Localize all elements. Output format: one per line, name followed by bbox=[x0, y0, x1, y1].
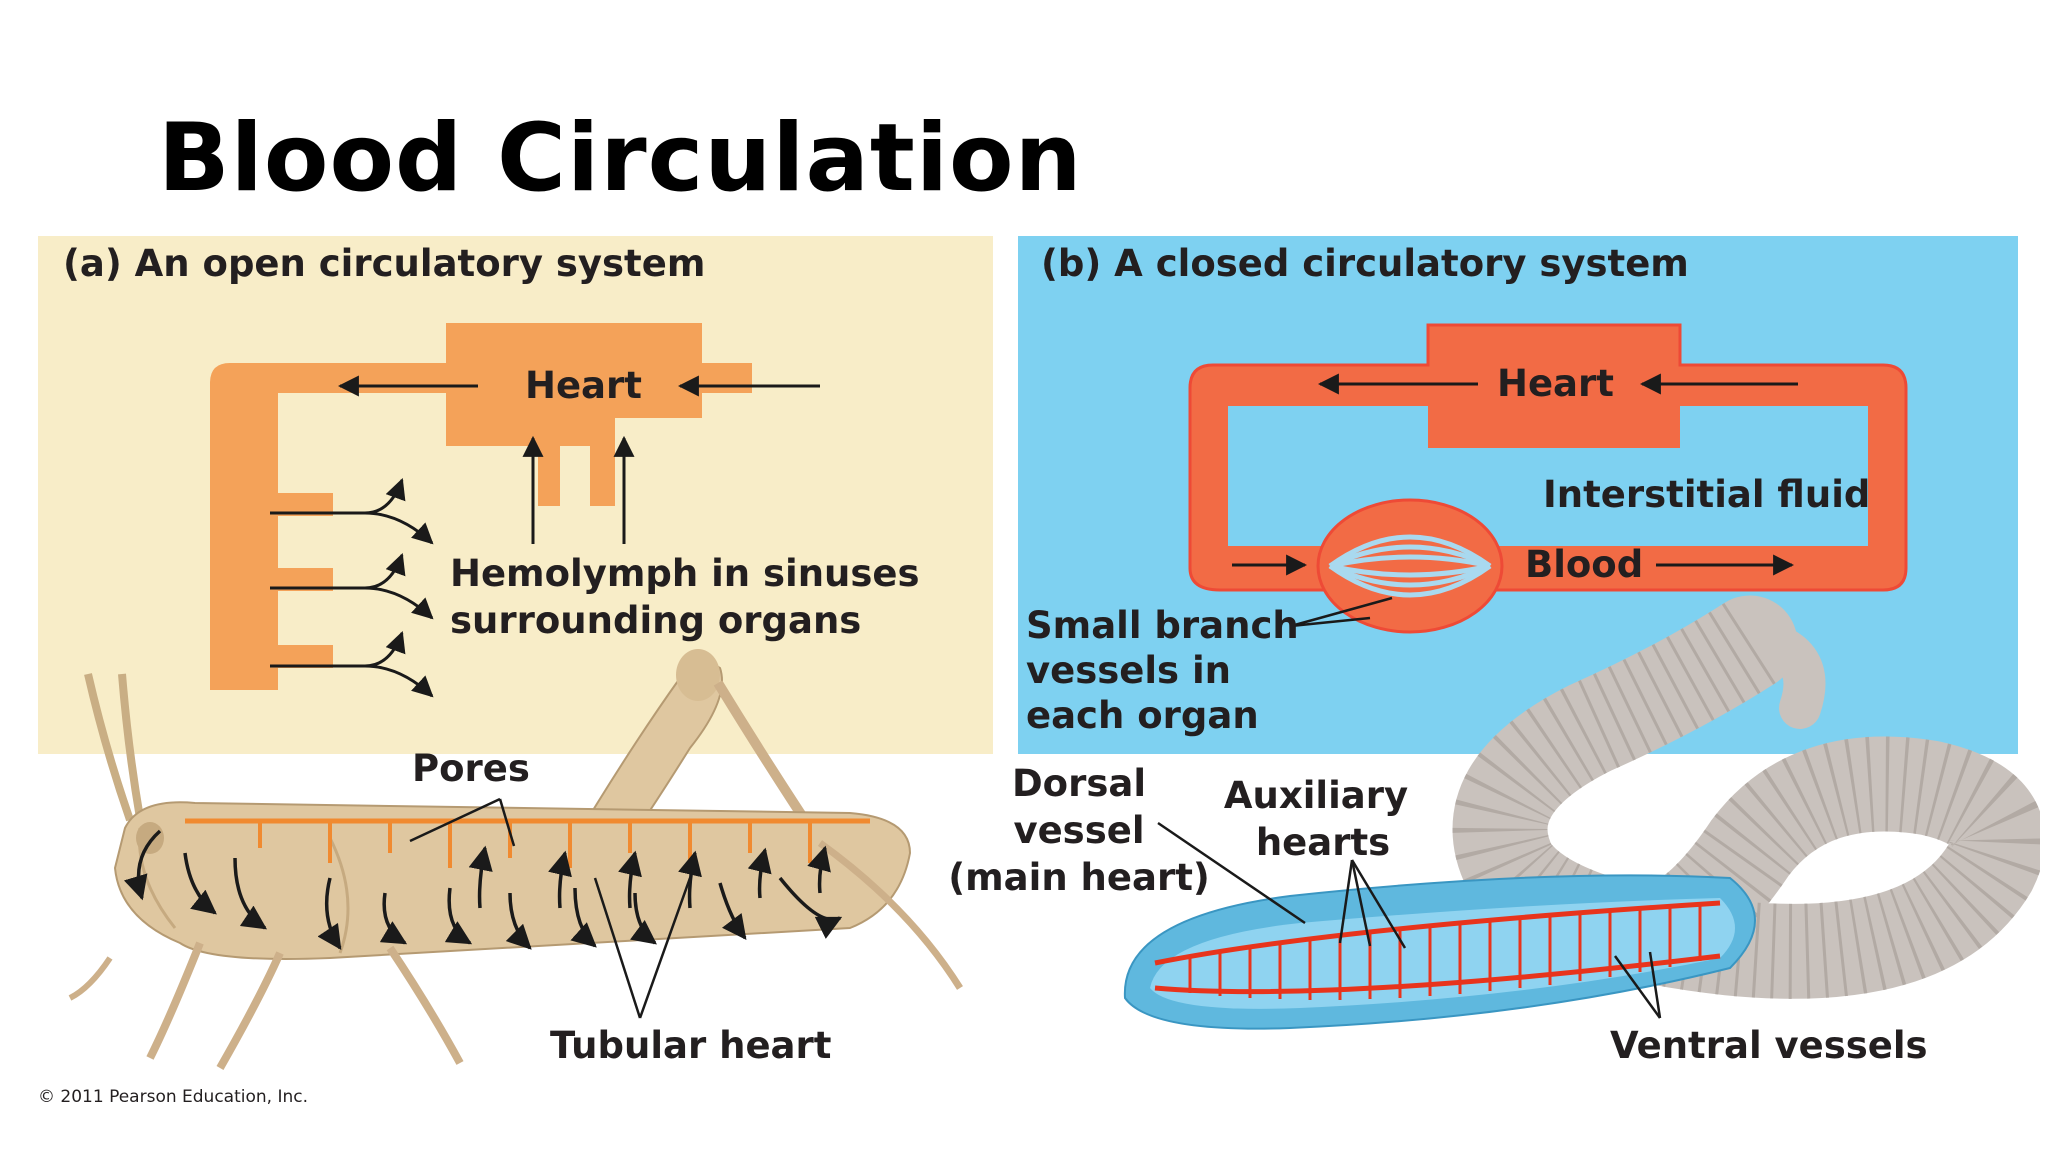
slide-title: Blood Circulation bbox=[158, 104, 1083, 213]
small-branch-label-line1: Small branch bbox=[1026, 604, 1299, 647]
small-branch-label-line3: each organ bbox=[1026, 694, 1259, 737]
closed-system-schematic bbox=[1188, 323, 1908, 634]
grasshopper-illustration bbox=[68, 649, 963, 1070]
panel-a-title: (a) An open circulatory system bbox=[63, 242, 705, 285]
tubular-heart-label: Tubular heart bbox=[550, 1024, 831, 1067]
auxiliary-hearts-label-line2: hearts bbox=[1256, 821, 1390, 864]
ventral-vessels-label: Ventral vessels bbox=[1610, 1024, 1928, 1067]
panel-b-heart-label: Heart bbox=[1497, 362, 1614, 405]
auxiliary-hearts-label-line1: Auxiliary bbox=[1224, 774, 1408, 817]
open-system-panel bbox=[38, 236, 993, 754]
copyright-notice: © 2011 Pearson Education, Inc. bbox=[38, 1087, 308, 1107]
pores-label: Pores bbox=[412, 747, 530, 790]
circulation-figure: (a) An open circulatory system Heart Hem… bbox=[30, 228, 2045, 1123]
panel-a-heart-label: Heart bbox=[525, 364, 642, 407]
small-branch-label-line2: vessels in bbox=[1026, 649, 1231, 692]
blood-label: Blood bbox=[1525, 543, 1643, 586]
hemolymph-label-line2: surrounding organs bbox=[450, 599, 861, 642]
dorsal-vessel-label-line3: (main heart) bbox=[948, 856, 1210, 899]
circulation-diagram: (a) An open circulatory system Heart Hem… bbox=[38, 236, 2045, 1107]
open-system-schematic bbox=[210, 323, 820, 698]
earthworm-illustration bbox=[1123, 595, 2045, 1030]
panel-b-title: (b) A closed circulatory system bbox=[1041, 242, 1689, 285]
hemolymph-label-line1: Hemolymph in sinuses bbox=[450, 552, 920, 595]
dorsal-vessel-label-line1: Dorsal bbox=[1012, 762, 1146, 805]
dorsal-vessel-label-line2: vessel bbox=[1013, 809, 1144, 852]
interstitial-fluid-label: Interstitial fluid bbox=[1543, 473, 1870, 516]
